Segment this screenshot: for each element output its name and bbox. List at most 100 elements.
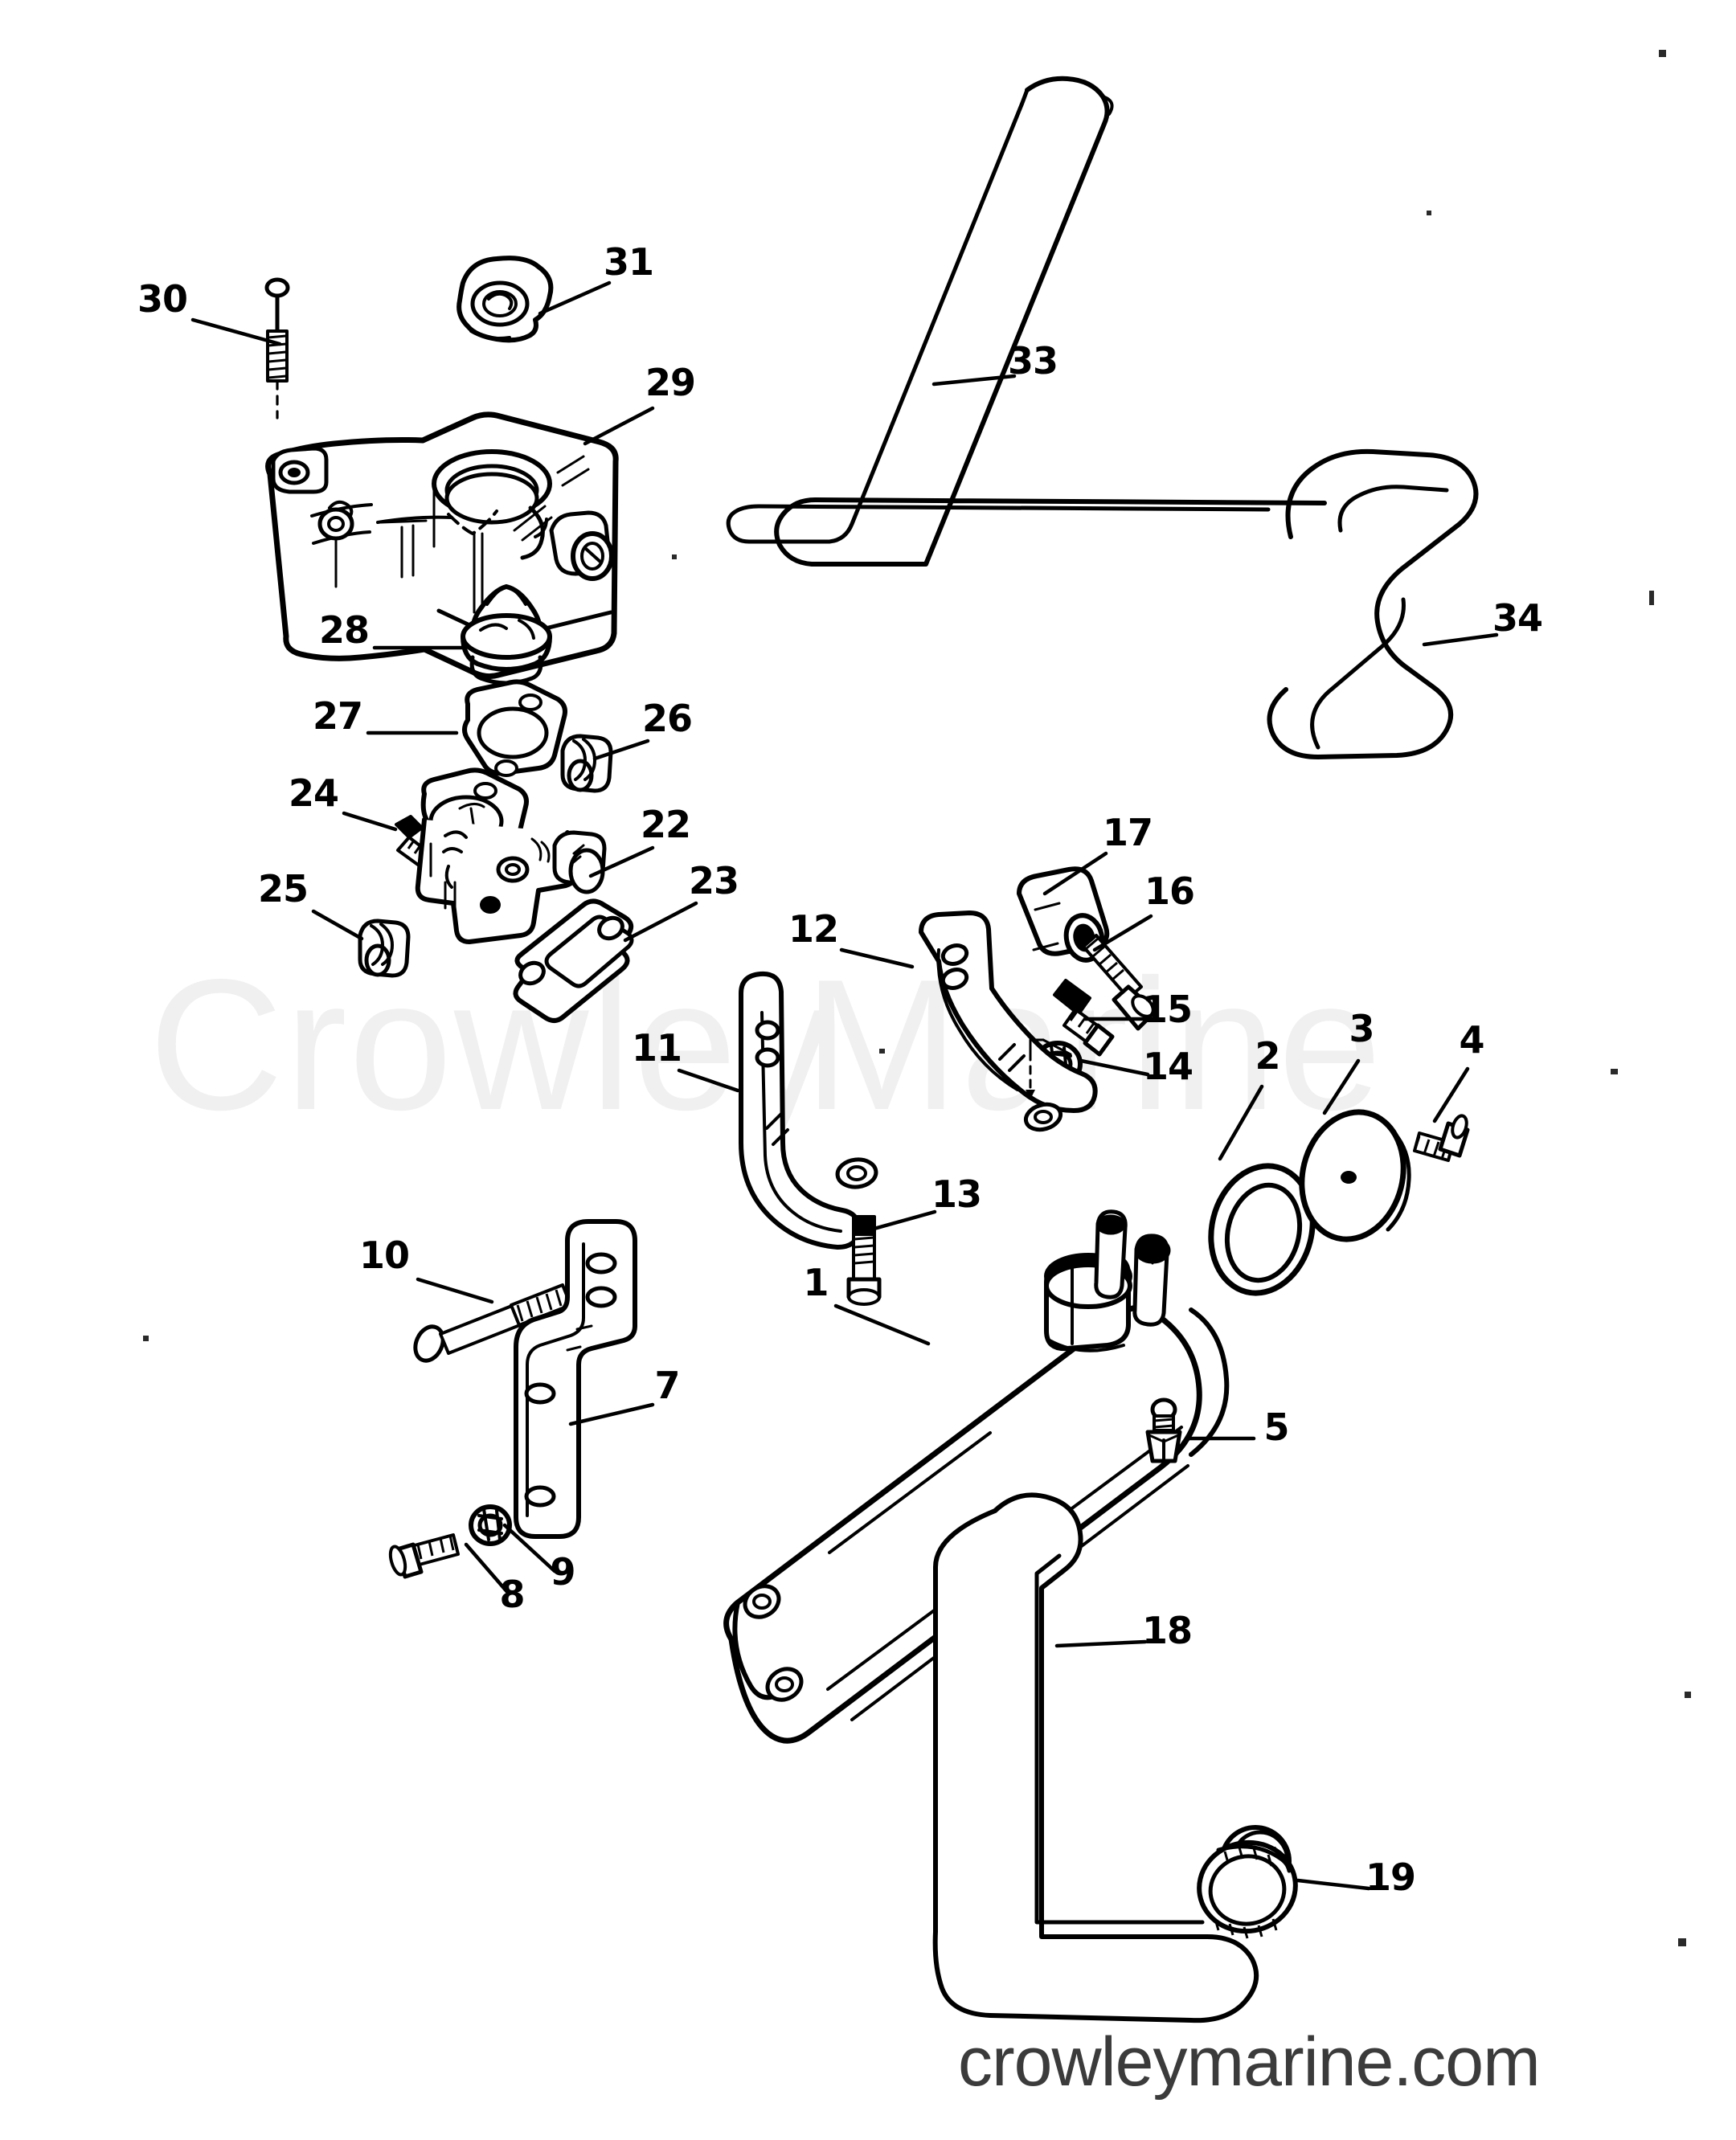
callout-leader-1 xyxy=(833,1303,931,1346)
callout-number-29: 29 xyxy=(645,361,695,404)
callout-29: 29 xyxy=(583,361,696,446)
callout-number-2: 2 xyxy=(1255,1034,1279,1078)
callout-30: 30 xyxy=(137,277,282,346)
callout-number-24: 24 xyxy=(289,771,338,815)
callout-1: 1 xyxy=(803,1261,931,1346)
callout-number-28: 28 xyxy=(319,608,369,652)
callout-number-4: 4 xyxy=(1459,1018,1484,1062)
callout-number-17: 17 xyxy=(1103,811,1153,854)
callout-leader-17 xyxy=(1042,851,1108,896)
callout-leader-13 xyxy=(854,1209,937,1236)
callout-25: 25 xyxy=(258,867,364,941)
part-end-cap xyxy=(1299,1109,1411,1242)
bottle-outlet-nipple xyxy=(549,510,614,581)
callout-number-14: 14 xyxy=(1143,1045,1193,1088)
watermark-url: crowleymarine.com xyxy=(958,2023,1540,2101)
callout-number-3: 3 xyxy=(1349,1007,1374,1050)
callout-number-15: 15 xyxy=(1142,988,1192,1031)
callout-number-7: 7 xyxy=(654,1364,679,1407)
callout-number-33: 33 xyxy=(1008,339,1058,383)
part-o-ring xyxy=(1208,1163,1316,1296)
part-cap-screw xyxy=(1413,1114,1470,1162)
bottle-mounting-boss xyxy=(317,500,354,588)
callout-12: 12 xyxy=(788,907,915,969)
part-housing-gasket xyxy=(513,898,634,1023)
part-bracket-upper xyxy=(919,910,1098,1132)
heat-exchanger-small-nipple-2 xyxy=(1132,1234,1171,1327)
callout-5: 5 xyxy=(1185,1406,1290,1449)
callout-leader-11 xyxy=(677,1068,740,1093)
part-lock-washer-9 xyxy=(469,1504,512,1546)
callout-18: 18 xyxy=(1054,1609,1193,1652)
callout-leader-9 xyxy=(502,1523,557,1573)
callout-3: 3 xyxy=(1322,1007,1375,1115)
housing-outlet xyxy=(552,830,607,894)
bottle-filler-neck xyxy=(432,449,552,560)
callout-leader-4 xyxy=(1432,1066,1470,1123)
part-heat-exchanger xyxy=(723,1209,1230,1744)
callout-2: 2 xyxy=(1218,1034,1281,1161)
callout-24: 24 xyxy=(289,771,398,832)
callout-leader-24 xyxy=(342,811,398,832)
callout-26: 26 xyxy=(592,697,693,761)
part-pressure-cap xyxy=(457,256,554,343)
callout-leader-23 xyxy=(623,901,698,943)
callout-leader-18 xyxy=(1054,1639,1148,1648)
callout-13: 13 xyxy=(854,1172,982,1236)
callout-4: 4 xyxy=(1432,1018,1485,1123)
callout-22: 22 xyxy=(588,803,691,878)
part-thermostat xyxy=(461,584,552,685)
callout-leader-29 xyxy=(583,406,655,446)
callout-leader-10 xyxy=(416,1277,494,1304)
callout-leader-26 xyxy=(592,739,650,761)
part-thermostat-housing xyxy=(415,767,607,944)
callout-15: 15 xyxy=(1083,988,1193,1031)
callout-leader-34 xyxy=(1422,632,1499,647)
part-plug-26 xyxy=(560,734,613,793)
callout-number-31: 31 xyxy=(604,240,653,284)
callout-number-13: 13 xyxy=(931,1172,981,1216)
callout-leader-30 xyxy=(190,317,282,346)
callout-leader-7 xyxy=(568,1402,655,1426)
callout-number-19: 19 xyxy=(1365,1856,1415,1899)
callout-leader-14 xyxy=(1079,1058,1150,1077)
callout-number-30: 30 xyxy=(137,277,187,321)
callout-11: 11 xyxy=(632,1026,740,1093)
part-drain-petcock xyxy=(1145,1397,1182,1463)
part-thermostat-gasket xyxy=(462,679,567,777)
part-plug-25 xyxy=(358,919,411,978)
callout-leader-2 xyxy=(1218,1084,1264,1161)
part-upper-hose xyxy=(726,76,1327,567)
watermark-crowley-marine: Crowley Marine xyxy=(149,941,1382,1149)
scan-artifacts xyxy=(143,50,1691,1946)
callout-leader-12 xyxy=(839,947,915,969)
callout-leader-25 xyxy=(311,909,364,941)
callout-17: 17 xyxy=(1042,811,1153,896)
callout-number-27: 27 xyxy=(313,694,362,738)
heat-exchanger-small-nipple-1 xyxy=(1094,1209,1128,1299)
callout-number-8: 8 xyxy=(499,1573,524,1616)
callout-number-10: 10 xyxy=(359,1234,409,1277)
part-hose-clamp xyxy=(1197,1839,1298,1939)
callout-28: 28 xyxy=(319,608,469,652)
callout-number-23: 23 xyxy=(689,859,739,902)
callout-leader-16 xyxy=(1092,914,1153,952)
callout-7: 7 xyxy=(568,1364,681,1426)
callout-leader-33 xyxy=(931,374,1017,387)
callout-34: 34 xyxy=(1422,596,1543,647)
callout-leader-19 xyxy=(1296,1878,1371,1891)
callout-10: 10 xyxy=(359,1234,494,1304)
callout-19: 19 xyxy=(1296,1856,1416,1899)
callout-number-26: 26 xyxy=(642,697,692,740)
callout-14: 14 xyxy=(1079,1045,1194,1088)
part-bolt-long-10 xyxy=(413,1283,572,1363)
callout-27: 27 xyxy=(313,694,459,738)
callout-number-25: 25 xyxy=(258,867,308,910)
callout-leader-22 xyxy=(588,845,655,878)
part-recovery-hose xyxy=(1267,448,1479,759)
callout-number-11: 11 xyxy=(632,1026,682,1070)
